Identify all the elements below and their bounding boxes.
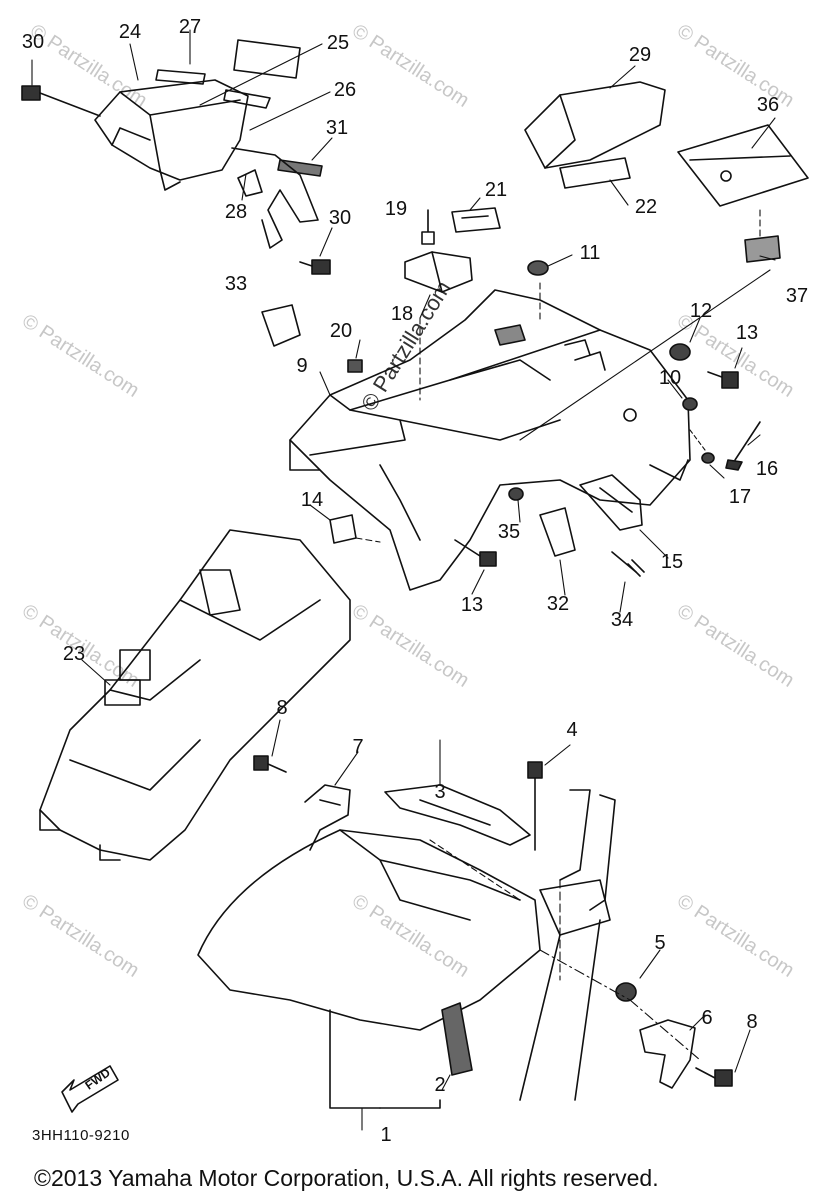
part-35-nut	[508, 487, 524, 501]
part-13-bolt-lower	[454, 539, 497, 567]
part-11-grommet	[527, 260, 549, 276]
callout-34: 34	[610, 609, 634, 631]
callout-19: 19	[384, 198, 408, 220]
callout-25: 25	[326, 32, 350, 54]
part-20-nut	[347, 359, 363, 373]
part-16-screw	[725, 421, 761, 471]
part-21-strap	[451, 207, 501, 233]
callout-37: 37	[785, 285, 809, 307]
callout-13b: 13	[460, 594, 484, 616]
callout-14: 14	[300, 489, 324, 511]
part-24-tail-cover	[94, 79, 249, 191]
part-1-front-fender	[197, 829, 541, 1109]
callout-33: 33	[224, 273, 248, 295]
front-fork	[519, 789, 616, 1101]
part-29-pad	[524, 81, 666, 189]
part-30-bolt-right	[299, 259, 331, 275]
callout-22: 22	[634, 196, 658, 218]
callout-6: 6	[701, 1007, 713, 1029]
part-25-decal	[233, 39, 301, 79]
part-8-bolt-lower	[695, 1067, 733, 1087]
part-2-reflector	[441, 1002, 473, 1076]
callout-17: 17	[728, 486, 752, 508]
part-6-bracket	[639, 1019, 696, 1089]
part-5-collar	[615, 982, 637, 1002]
part-7-bracket	[304, 784, 351, 851]
part-18-bracket	[404, 251, 473, 293]
callout-11: 11	[579, 242, 601, 264]
part-15-license-light	[579, 474, 643, 531]
callout-5: 5	[654, 932, 666, 954]
part-8-bolt-upper	[253, 755, 287, 773]
callout-35: 35	[497, 521, 521, 543]
callout-31: 31	[325, 117, 349, 139]
part-34-screw	[611, 551, 645, 577]
part-12-collar	[669, 343, 691, 361]
part-33-clip	[261, 304, 301, 347]
part-17-washer	[701, 452, 715, 464]
part-10-nut	[682, 397, 698, 411]
part-13-bolt-right	[707, 371, 739, 389]
callout-10: 10	[658, 367, 682, 389]
callout-8a: 8	[276, 697, 288, 719]
part-32-bracket	[539, 507, 576, 557]
callout-7: 7	[352, 736, 364, 758]
callout-29: 29	[628, 44, 652, 66]
part-30-bolt-upper	[21, 85, 101, 117]
callout-27: 27	[178, 16, 202, 38]
part-14-clip	[329, 514, 357, 544]
callout-28: 28	[224, 201, 248, 223]
part-23-inner-fender	[39, 529, 351, 861]
callout-30a: 30	[21, 31, 45, 53]
callout-20: 20	[329, 320, 353, 342]
part-3-brace	[384, 784, 531, 846]
callout-18: 18	[390, 303, 414, 325]
callout-21: 21	[484, 179, 508, 201]
callout-15: 15	[660, 551, 684, 573]
callout-4: 4	[566, 719, 578, 741]
callout-24: 24	[118, 21, 142, 43]
part-31-reflector	[277, 159, 323, 177]
callout-12: 12	[689, 300, 713, 322]
callout-23: 23	[62, 643, 86, 665]
callout-32: 32	[546, 593, 570, 615]
part-26-decal	[223, 89, 271, 109]
callout-9: 9	[296, 355, 308, 377]
callout-1: 3	[434, 781, 446, 803]
diagram-code: 3HH110-9210	[32, 1127, 130, 1144]
callout-36: 36	[756, 94, 780, 116]
callout-2: 2	[434, 1074, 446, 1096]
part-27-strip	[155, 69, 206, 85]
callout-8b: 8	[746, 1011, 758, 1033]
callout-1b: 1	[380, 1124, 392, 1146]
callout-26: 26	[333, 79, 357, 101]
part-37-tape	[744, 235, 781, 263]
callout-13a: 13	[735, 322, 759, 344]
callout-30b: 30	[328, 207, 352, 229]
part-36-plate	[677, 124, 809, 207]
copyright-notice: ©2013 Yamaha Motor Corporation, U.S.A. A…	[34, 1165, 659, 1191]
leader-lines	[31, 29, 776, 1131]
fwd-arrow-icon	[61, 1065, 119, 1113]
callout-16: 16	[755, 458, 779, 480]
part-4-bolt	[527, 761, 543, 851]
